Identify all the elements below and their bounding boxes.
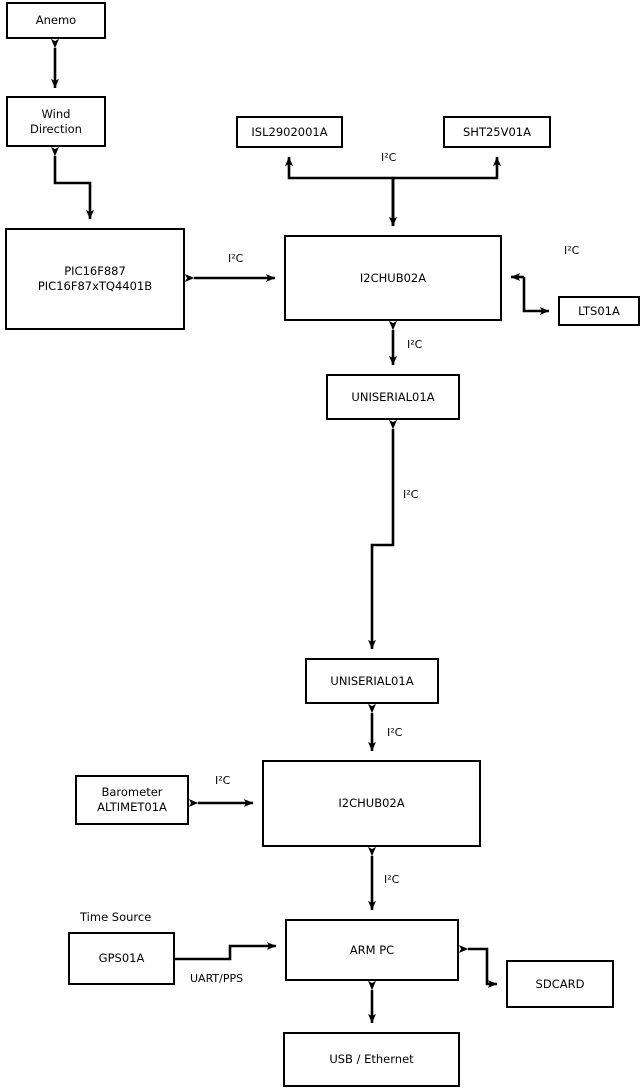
edge-label-i2c-pic-hub: I²C [228, 252, 244, 265]
connector-hub-lts [522, 277, 550, 315]
edge-label-i2c-hub2-arm: I²C [384, 873, 400, 886]
node-anemo-label: Anemo [35, 13, 77, 28]
node-uniserial01a-upper-label: UNISERIAL01A [351, 389, 435, 404]
node-gps01a-label: GPS01A [98, 951, 145, 966]
connector-uniserial-link [368, 419, 397, 650]
node-gps01a[interactable]: GPS01A [68, 932, 175, 985]
edge-label-i2c-baro: I²C [215, 774, 231, 787]
node-uniserial01a-lower[interactable]: UNISERIAL01A [305, 658, 439, 704]
node-arm-pc[interactable]: ARM PC [285, 919, 459, 981]
node-isl2902001a-label: ISL2902001A [251, 124, 328, 139]
connector-wind-pic [51, 146, 94, 220]
node-arm-pc-label: ARM PC [349, 942, 395, 957]
node-sht25v01a[interactable]: SHT25V01A [443, 116, 551, 148]
edge-label-i2c-lts: I²C [564, 244, 580, 257]
edge-label-i2c-top-bus: I²C [381, 151, 397, 164]
node-uniserial01a-upper[interactable]: UNISERIAL01A [326, 374, 460, 420]
edge-label-uart-pps: UART/PPS [190, 972, 244, 985]
node-lts01a[interactable]: LTS01A [558, 296, 640, 326]
edge-label-i2c-uni-uni: I²C [403, 488, 419, 501]
connector-armpc-sdcard [458, 945, 498, 988]
node-lts01a-label: LTS01A [578, 303, 620, 318]
node-i2chub02a-top-label: I2CHUB02A [359, 270, 427, 285]
connector-gps-armpc [175, 942, 277, 961]
node-isl2902001a[interactable]: ISL2902001A [236, 116, 343, 148]
node-sht25v01a-label: SHT25V01A [463, 124, 531, 139]
node-anemo[interactable]: Anemo [6, 2, 106, 39]
edge-label-i2c-hub-uni: I²C [407, 338, 423, 351]
node-sdcard-label: SDCARD [535, 976, 585, 991]
node-i2chub02a-bottom[interactable]: I2CHUB02A [262, 760, 481, 847]
edge-label-i2c-uni-hub2: I²C [387, 726, 403, 739]
node-i2chub02a-top[interactable]: I2CHUB02A [284, 235, 502, 321]
node-usb-ethernet-label: USB / Ethernet [329, 1052, 414, 1067]
annotation-time-source: Time Source [80, 910, 152, 924]
connector-hub-isl [285, 156, 395, 226]
node-uniserial01a-lower-label: UNISERIAL01A [330, 673, 414, 688]
node-i2chub02a-bottom-label: I2CHUB02A [338, 796, 405, 811]
node-sdcard[interactable]: SDCARD [506, 960, 614, 1008]
connector-hub-sht [391, 156, 501, 226]
node-usb-ethernet[interactable]: USB / Ethernet [283, 1032, 460, 1087]
